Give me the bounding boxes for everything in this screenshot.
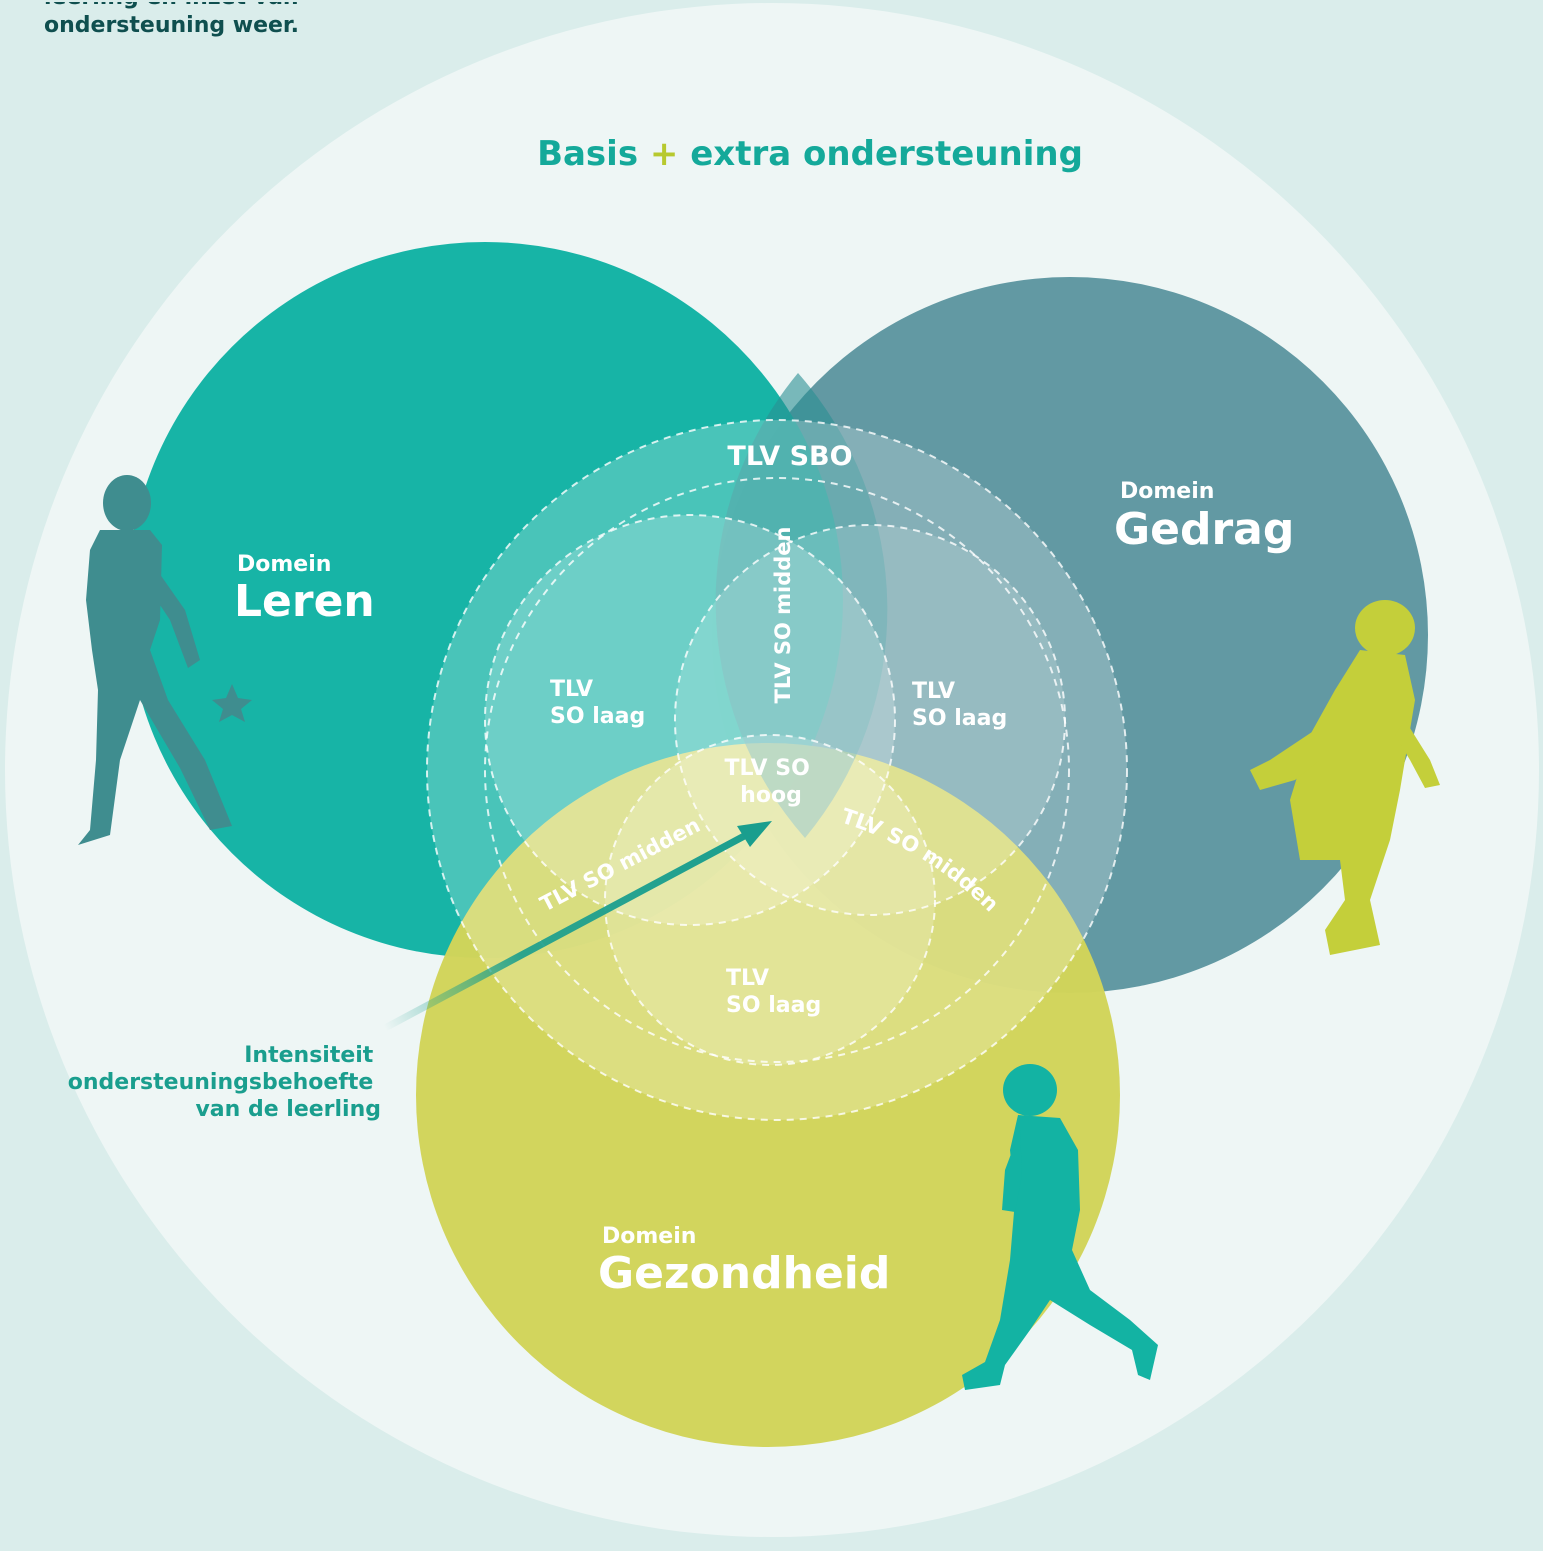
leren-gedrag-overlap	[715, 373, 888, 838]
diagram-title: Basis + extra ondersteuning	[537, 134, 1083, 174]
so-circle-left	[484, 514, 896, 926]
so-circle-inner	[484, 477, 1070, 1063]
intensity-arrow-shaft	[381, 830, 752, 1032]
domain-gedrag-small: Domein	[1120, 479, 1214, 504]
tlv-so-midden-top-label: TLV SO midden	[771, 526, 795, 703]
star-icon	[212, 684, 252, 722]
child-silhouette-bottom	[962, 1064, 1158, 1390]
intro-line-2: ondersteuning weer.	[44, 13, 299, 38]
domain-gedrag-big: Gedrag	[1114, 504, 1294, 555]
tlv-sbo-label: TLV SBO	[727, 441, 852, 472]
title-prefix: Basis	[537, 134, 638, 174]
tlv-so-laag-right-label: TLV SO laag	[912, 679, 1007, 731]
support-circles	[426, 419, 1128, 1121]
intro-text: leerling en inzet van de benodigde onder…	[44, 2, 299, 40]
intro-line-1-clipped: leerling en inzet van de benodigde	[44, 2, 299, 12]
domain-leren-big: Leren	[234, 576, 375, 627]
tlv-so-laag-left-label: TLV SO laag	[550, 677, 645, 729]
so-circle-bottom	[604, 734, 936, 1066]
title-suffix: extra ondersteuning	[690, 134, 1083, 174]
domain-leren-small: Domein	[237, 552, 331, 577]
intensity-arrow-head	[737, 821, 772, 847]
child-silhouette-right	[1250, 600, 1440, 955]
domain-gezondheid-small: Domein	[602, 1224, 696, 1249]
child-silhouette-left	[78, 475, 252, 845]
domain-gezondheid-big: Gezondheid	[598, 1248, 890, 1299]
tlv-so-hoog-label: TLV SO hoog	[725, 756, 818, 808]
intensity-arrow	[381, 821, 772, 1032]
tlv-so-laag-bottom-label: TLV SO laag	[726, 966, 821, 1018]
intensity-label: Intensiteit ondersteuningsbehoefte van d…	[68, 1043, 381, 1122]
title-plus: +	[650, 134, 679, 174]
tlv-sbo-circle	[426, 419, 1128, 1121]
